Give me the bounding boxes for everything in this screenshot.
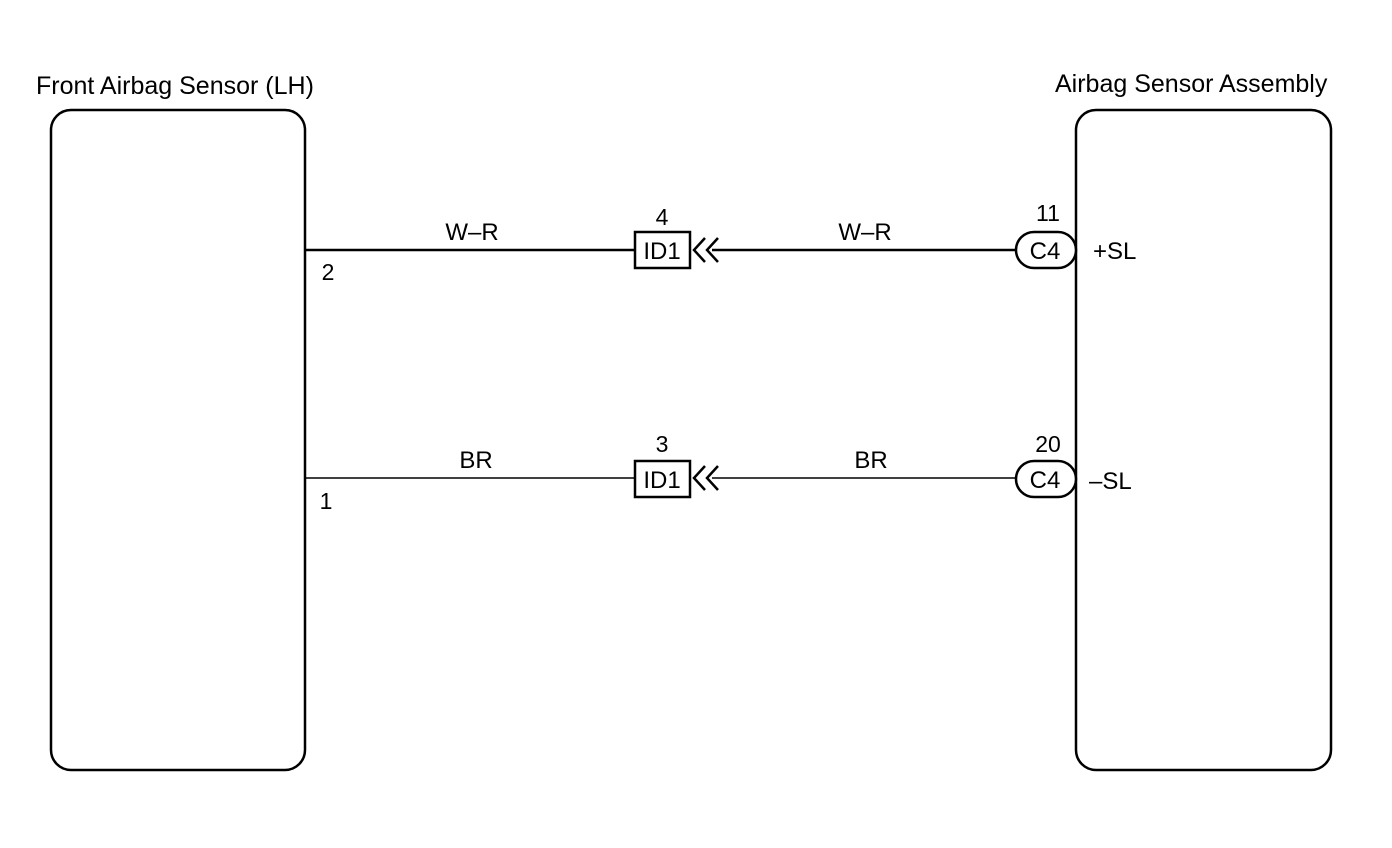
ecu-connector-oval (1014, 459, 1078, 499)
ecu-pin-number: 11 (1036, 200, 1060, 226)
wire-color-label-left: W–R (445, 219, 498, 246)
ecu-terminal-name: +SL (1093, 238, 1136, 265)
junction-connector-box (633, 230, 692, 270)
ecu-pin-number: 20 (1035, 431, 1061, 457)
circuit-upper: W–R W–R 2 ID1 4 C4 11 +SL (305, 200, 1136, 285)
ecu-connector-oval (1014, 230, 1078, 270)
wire-color-label-right: BR (854, 447, 887, 474)
junction-pin-number: 4 (656, 204, 669, 230)
left-component-box (49, 108, 307, 772)
left-pin-number: 2 (322, 259, 335, 285)
connector-chevron-outer (692, 465, 706, 491)
junction-connector-name: ID1 (643, 238, 680, 265)
wire-color-label-left: BR (459, 447, 492, 474)
ecu-connector-name: C4 (1030, 467, 1061, 494)
circuit-lower: BR BR 1 ID1 3 C4 20 –SL (305, 431, 1132, 514)
connector-chevron-outer (692, 237, 706, 263)
connector-chevron-inner (705, 465, 719, 491)
connector-chevron-inner (705, 237, 719, 263)
right-component-box (1074, 108, 1333, 772)
left-component-title: Front Airbag Sensor (LH) (36, 72, 314, 100)
junction-pin-number: 3 (656, 431, 669, 457)
wire-color-label-right: W–R (838, 219, 891, 246)
right-component-title: Airbag Sensor Assembly (1055, 70, 1328, 98)
junction-connector-name: ID1 (643, 467, 680, 494)
ecu-terminal-name: –SL (1089, 468, 1132, 495)
junction-connector-box (633, 459, 692, 499)
ecu-connector-name: C4 (1030, 238, 1061, 265)
left-pin-number: 1 (320, 488, 333, 514)
